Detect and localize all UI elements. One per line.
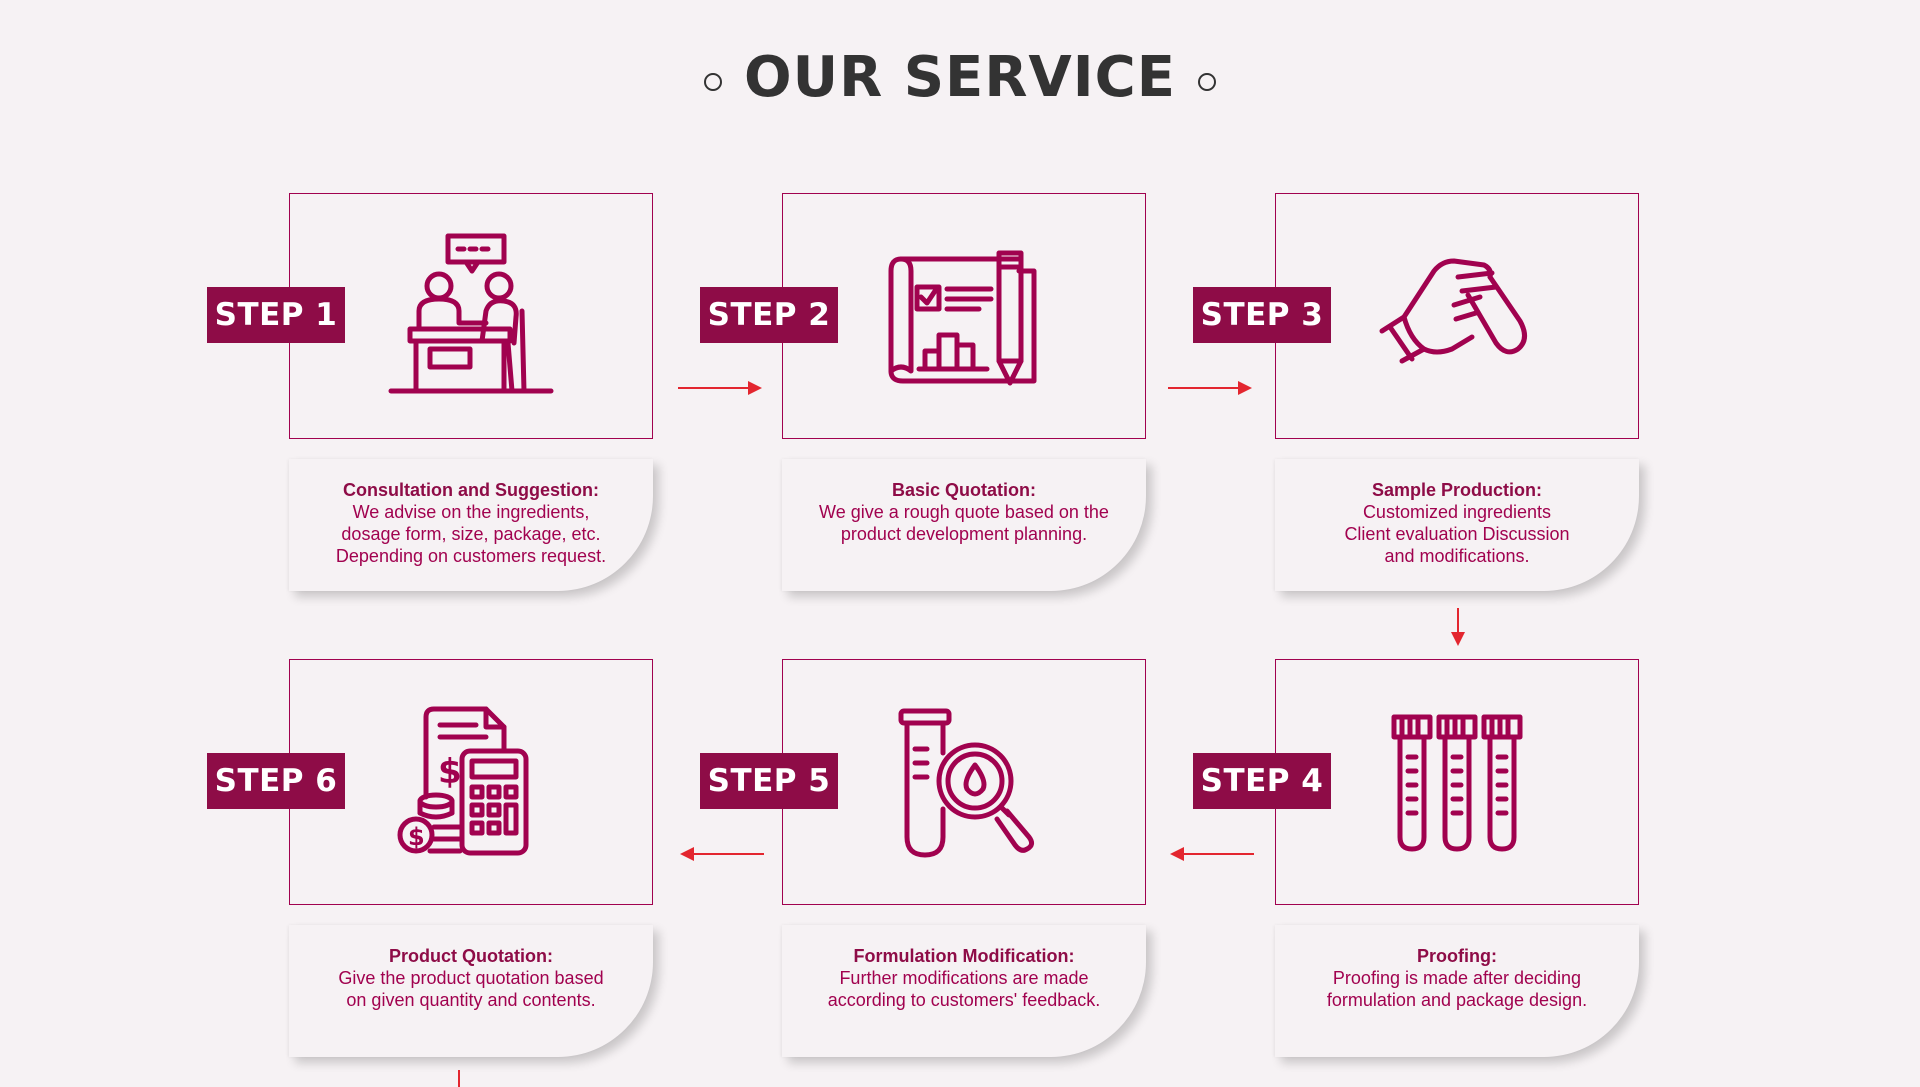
test-tubes-icon bbox=[1391, 714, 1523, 852]
circle-icon bbox=[1197, 73, 1216, 91]
step-2-icon-box bbox=[782, 193, 1146, 439]
step-text-line: Give the product quotation based bbox=[338, 968, 604, 988]
step-text-line: according to customers' feedback. bbox=[827, 990, 1101, 1010]
step-title: Basic Quotation: bbox=[891, 480, 1036, 500]
step-3-icon-box bbox=[1275, 193, 1639, 439]
step-text-line: Depending on customers request. bbox=[335, 546, 607, 566]
test-tube-magnifier-icon bbox=[898, 708, 1035, 858]
circle-icon bbox=[704, 73, 723, 91]
arrow-left-icon bbox=[1170, 847, 1254, 861]
step-5: STEP 5 Formulation Modification: Further… bbox=[700, 659, 1200, 1069]
step-3: STEP 3 Sample Production: Customized ing… bbox=[1193, 193, 1693, 603]
page-title-text: OUR SERVICE bbox=[744, 44, 1176, 110]
step-1-icon-box bbox=[289, 193, 653, 439]
step-text-line: Proofing is made after deciding bbox=[1332, 968, 1582, 988]
step-6-icon-box: $ $ bbox=[289, 659, 653, 905]
step-6: $ $ STEP 6 Product Quotation: Give the p… bbox=[207, 659, 707, 1069]
step-text-line: Client evaluation Discussion bbox=[1344, 524, 1570, 544]
step-5-badge: STEP 5 bbox=[700, 753, 838, 809]
step-2-description: Basic Quotation: We give a rough quote b… bbox=[782, 459, 1146, 591]
step-5-icon-box bbox=[782, 659, 1146, 905]
step-2: STEP 2 Basic Quotation: We give a rough … bbox=[700, 193, 1200, 603]
arrow-right-icon bbox=[678, 381, 762, 395]
step-title: Consultation and Suggestion: bbox=[343, 480, 599, 500]
arrow-down-icon bbox=[458, 1070, 460, 1087]
step-text-line: Customized ingredients bbox=[1362, 502, 1552, 522]
step-text-line: We advise on the ingredients, bbox=[352, 502, 590, 522]
step-title: Proofing: bbox=[1417, 946, 1497, 966]
step-6-description: Product Quotation: Give the product quot… bbox=[289, 925, 653, 1057]
hand-test-tube-icon bbox=[1379, 258, 1527, 364]
step-text-line: and modifications. bbox=[1384, 546, 1530, 566]
step-text-line: on given quantity and contents. bbox=[346, 990, 596, 1010]
step-4-badge: STEP 4 bbox=[1193, 753, 1331, 809]
step-3-badge: STEP 3 bbox=[1193, 287, 1331, 343]
step-title: Formulation Modification: bbox=[853, 946, 1075, 966]
page-title: OUR SERVICE bbox=[0, 42, 1920, 112]
step-5-description: Formulation Modification: Further modifi… bbox=[782, 925, 1146, 1057]
step-1-description: Consultation and Suggestion: We advise o… bbox=[289, 459, 653, 591]
step-text-line: formulation and package design. bbox=[1326, 990, 1588, 1010]
step-6-badge: STEP 6 bbox=[207, 753, 345, 809]
step-2-badge: STEP 2 bbox=[700, 287, 838, 343]
step-text-line: Further modifications are made bbox=[839, 968, 1089, 988]
step-1-badge: STEP 1 bbox=[207, 287, 345, 343]
consultation-icon bbox=[388, 233, 554, 394]
step-1: STEP 1 Consultation and Suggestion: We a… bbox=[207, 193, 707, 603]
svg-text:$: $ bbox=[438, 752, 462, 792]
step-title: Product Quotation: bbox=[389, 946, 553, 966]
blueprint-icon bbox=[888, 250, 1037, 386]
svg-text:$: $ bbox=[408, 823, 425, 851]
calculator-invoice-icon: $ $ bbox=[397, 706, 529, 856]
arrow-left-icon bbox=[680, 847, 764, 861]
arrow-down-icon bbox=[1451, 608, 1465, 646]
arrow-right-icon bbox=[1168, 381, 1252, 395]
step-4-icon-box bbox=[1275, 659, 1639, 905]
step-text-line: We give a rough quote based on the bbox=[819, 502, 1109, 522]
step-text-line: dosage form, size, package, etc. bbox=[341, 524, 601, 544]
step-title: Sample Production: bbox=[1371, 480, 1542, 500]
step-4-description: Proofing: Proofing is made after decidin… bbox=[1275, 925, 1639, 1057]
step-text-line: product development planning. bbox=[840, 524, 1088, 544]
step-4: STEP 4 Proofing: Proofing is made after … bbox=[1193, 659, 1693, 1069]
step-3-description: Sample Production: Customized ingredient… bbox=[1275, 459, 1639, 591]
